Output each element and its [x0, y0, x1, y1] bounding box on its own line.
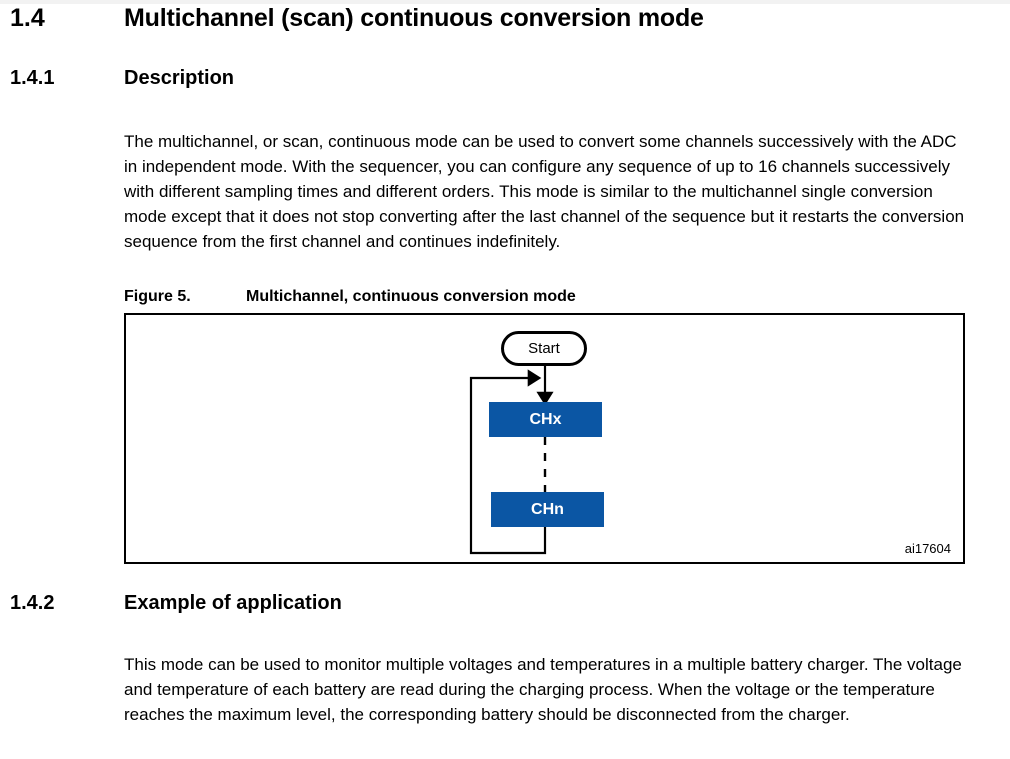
flowchart-connectors [469, 366, 554, 555]
figure-title: Multichannel, continuous conversion mode [246, 288, 576, 305]
flowchart-node-start: Start [501, 331, 587, 366]
connector-chn-loopback-to-chx [469, 369, 547, 555]
heading-1-4-2-title: Example of application [124, 592, 342, 614]
heading-1-4-1: 1.4.1 Description [10, 67, 234, 90]
paragraph-example: This mode can be used to monitor multipl… [124, 655, 962, 724]
figure-caption: Figure 5. Multichannel, continuous conve… [124, 288, 576, 306]
figure-id-label: ai17604 [904, 541, 951, 556]
flowchart-node-chn: CHn [491, 492, 604, 527]
flowchart-node-chx-label: CHx [529, 410, 562, 428]
figure-frame: Start CHx CHn ai17604 [124, 313, 965, 564]
page-top-edge [0, 0, 1010, 4]
figure-label: Figure 5. [124, 288, 191, 305]
heading-1-4-1-title: Description [124, 67, 235, 89]
heading-1-4-1-number: 1.4.1 [10, 67, 55, 89]
heading-1-4: 1.4 Multichannel (scan) continuous conve… [10, 4, 704, 33]
heading-1-4-2-number: 1.4.2 [10, 592, 55, 614]
flowchart-node-start-label: Start [528, 340, 560, 357]
flowchart-node-chx: CHx [489, 402, 602, 437]
heading-1-4-number: 1.4 [10, 4, 45, 32]
heading-1-4-2: 1.4.2 Example of application [10, 592, 342, 615]
paragraph-description: The multichannel, or scan, continuous mo… [124, 132, 965, 251]
heading-1-4-title: Multichannel (scan) continuous conversio… [124, 4, 704, 32]
flowchart-node-chn-label: CHn [531, 500, 564, 518]
